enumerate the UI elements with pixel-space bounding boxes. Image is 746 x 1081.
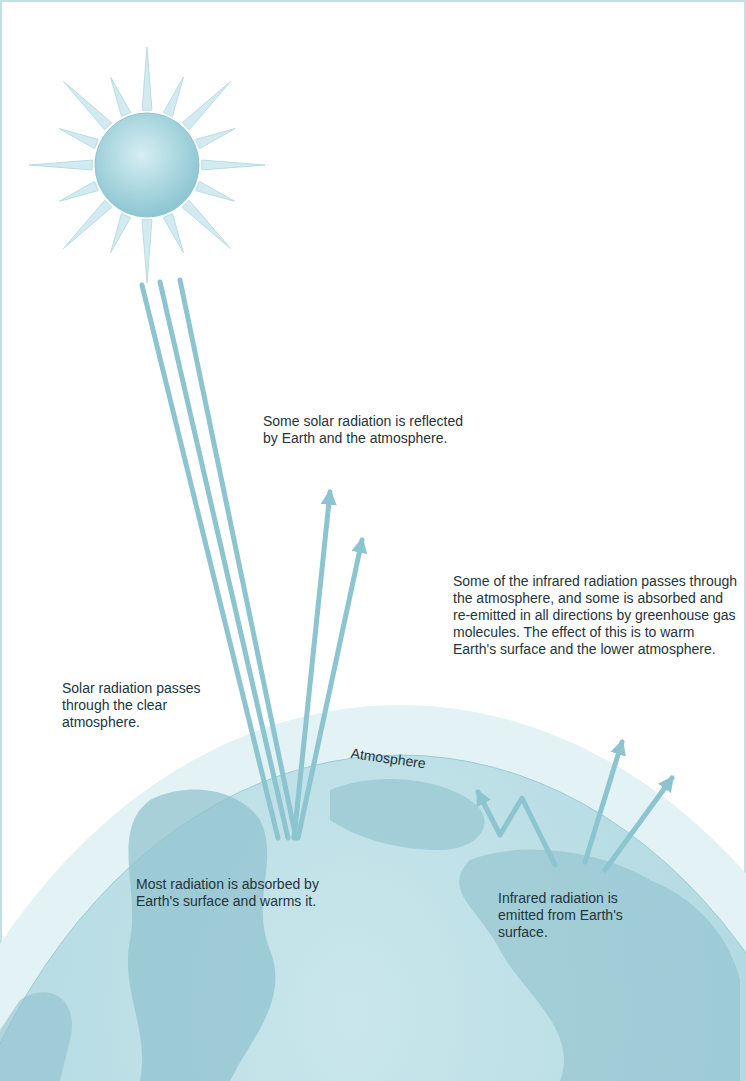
sun-ray xyxy=(163,77,183,116)
infrared-ray xyxy=(605,778,672,870)
sun-ray xyxy=(196,181,235,201)
reflected-ray xyxy=(294,492,330,838)
infrared-note: Infrared radiation is emitted from Earth… xyxy=(498,890,658,941)
continent xyxy=(128,790,276,1081)
sun-ray xyxy=(59,129,98,149)
continent xyxy=(330,779,484,850)
sun-ray xyxy=(142,220,152,283)
earth xyxy=(0,755,746,1081)
sun-ray xyxy=(182,200,230,248)
solar-ray xyxy=(142,285,278,838)
infrared-ray xyxy=(585,742,622,862)
sun-ray xyxy=(196,129,235,149)
continent xyxy=(0,992,72,1081)
solar-ray xyxy=(180,280,296,838)
sun-ray xyxy=(59,181,98,201)
reflection-note: Some solar radiation is reflected by Ear… xyxy=(263,413,463,447)
sun-ray xyxy=(163,214,183,253)
reflected-ray xyxy=(298,540,362,838)
sun-ray xyxy=(64,200,112,248)
solar-ray xyxy=(160,282,288,838)
continent xyxy=(459,850,740,1081)
sun-ray xyxy=(202,160,265,170)
sun-ray xyxy=(142,47,152,110)
sun-ray xyxy=(29,160,92,170)
greenhouse-note: Some of the infrared radiation passes th… xyxy=(453,573,739,658)
infrared-ray xyxy=(478,792,555,865)
sun-rays xyxy=(29,47,265,283)
sun xyxy=(95,113,199,217)
solar-note: Solar radiation passes through the clear… xyxy=(62,680,202,731)
sun-ray xyxy=(111,77,131,116)
sun-ray xyxy=(111,214,131,253)
absorption-note: Most radiation is absorbed by Earth's su… xyxy=(136,876,358,910)
sun-ray xyxy=(64,82,112,130)
atmosphere-layer xyxy=(0,705,746,1081)
sun-ray xyxy=(182,82,230,130)
